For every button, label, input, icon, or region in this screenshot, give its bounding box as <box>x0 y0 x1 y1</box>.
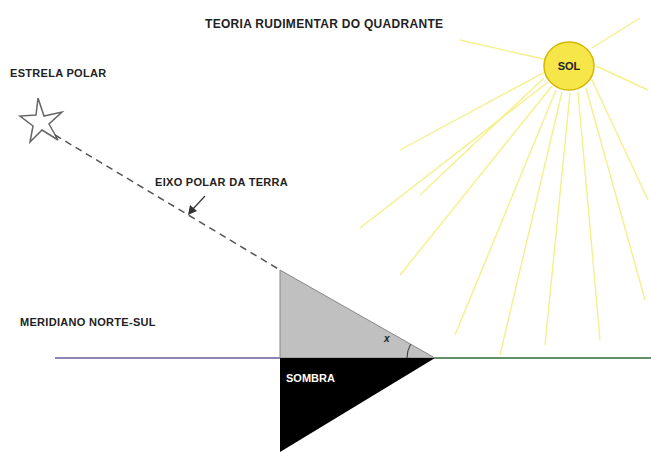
meridian-label: MERIDIANO NORTE-SUL <box>20 316 156 328</box>
node-text: SOMBRA <box>286 372 335 384</box>
node-text: SOL <box>558 60 581 72</box>
polar-axis <box>55 135 280 270</box>
angle-arc <box>407 344 411 358</box>
shadow-triangle-outline <box>280 358 435 452</box>
angle-label: x <box>384 333 390 344</box>
meridian-line <box>55 357 280 359</box>
gnomon-triangle <box>280 270 435 358</box>
sun-rays <box>360 18 648 355</box>
diagram-title: TEORIA RUDIMENTAR DO QUADRANTE <box>205 17 443 31</box>
axis-label: EIXO POLAR DA TERRA <box>155 176 288 188</box>
ground-line <box>435 357 651 359</box>
shadow-triangle: SOMBRA <box>280 358 435 452</box>
leader-arrowhead <box>188 205 197 215</box>
sun-circle-outline <box>544 42 594 90</box>
sun-circle: SOL <box>543 41 595 91</box>
star-label: ESTRELA POLAR <box>10 67 106 79</box>
leader-line <box>192 196 205 210</box>
